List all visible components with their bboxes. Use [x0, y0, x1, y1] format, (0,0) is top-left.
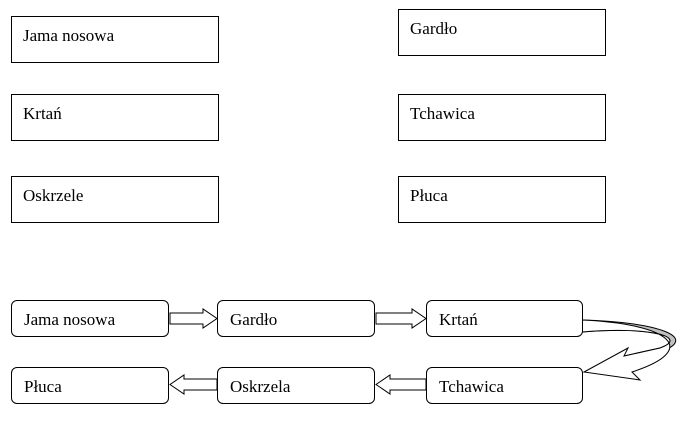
flow-box-label: Jama nosowa — [24, 310, 116, 329]
box-label: Krtań — [23, 104, 62, 123]
flow-box-jama-nosowa: Jama nosowa — [11, 300, 169, 337]
flow-box-oskrzela: Oskrzela — [217, 367, 375, 404]
flow-box-gardlo: Gardło — [217, 300, 375, 337]
box-label: Jama nosowa — [23, 26, 115, 45]
box-gardlo: Gardło — [398, 9, 606, 56]
flow-box-label: Płuca — [24, 377, 62, 396]
box-jama-nosowa: Jama nosowa — [11, 16, 219, 63]
flow-box-label: Tchawica — [439, 377, 504, 396]
flow-box-krtan: Krtań — [426, 300, 583, 337]
box-label: Płuca — [410, 186, 448, 205]
box-label: Gardło — [410, 19, 458, 38]
flow-box-tchawica: Tchawica — [426, 367, 583, 404]
box-oskrzele: Oskrzele — [11, 176, 219, 223]
box-tchawica: Tchawica — [398, 94, 606, 141]
curved-arrow-body — [581, 319, 671, 381]
arrow-left-1 — [169, 374, 218, 395]
box-label: Tchawica — [410, 104, 475, 123]
box-pluca: Płuca — [398, 176, 606, 223]
flow-box-pluca: Płuca — [11, 367, 169, 404]
flow-box-label: Oskrzela — [230, 377, 291, 396]
box-label: Oskrzele — [23, 186, 84, 205]
arrow-right-2 — [375, 308, 427, 329]
flow-box-label: Krtań — [439, 310, 478, 329]
flow-box-label: Gardło — [230, 310, 278, 329]
arrow-right-1 — [169, 308, 218, 329]
box-krtan: Krtań — [11, 94, 219, 141]
arrow-left-2 — [375, 374, 427, 395]
